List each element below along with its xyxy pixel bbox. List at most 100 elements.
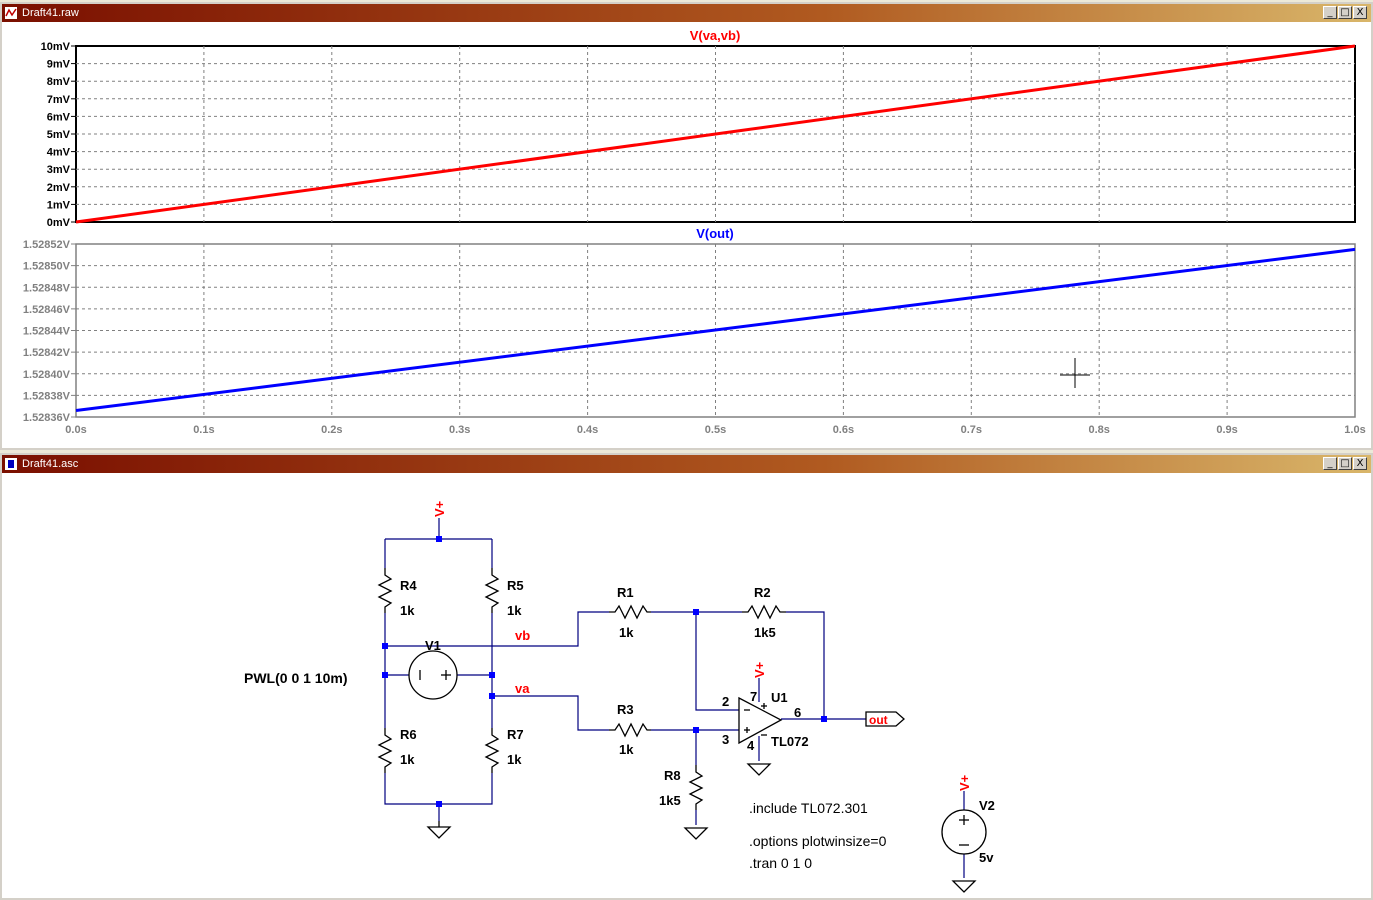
schematic-titlebar[interactable]: Draft41.asc _ □ X — [2, 455, 1371, 473]
out-port-label[interactable]: out — [869, 713, 888, 727]
x-tick-label: 0.1s — [193, 424, 214, 436]
directive-tran[interactable]: .tran 0 1 0 — [749, 855, 812, 871]
x-tick-label: 0.2s — [321, 424, 342, 436]
u1-pin6: 6 — [794, 705, 801, 720]
vplus-label-opamp: V+ — [752, 661, 767, 678]
schematic-canvas[interactable]: V+ V+ V+ R4 1k R5 1k R6 1k R7 1k R1 1k R… — [4, 473, 1369, 898]
y-tick-label: 1.52852V — [23, 239, 71, 251]
u1-pin7: 7 — [750, 689, 757, 704]
directive-options[interactable]: .options plotwinsize=0 — [749, 833, 887, 849]
y-tick-label: 4mV — [47, 147, 71, 159]
y-tick-label: 1mV — [47, 199, 71, 211]
r7-name[interactable]: R7 — [507, 727, 524, 742]
resistor-r8 — [688, 765, 704, 810]
restore-button[interactable]: □ — [1338, 457, 1352, 470]
r2-name[interactable]: R2 — [754, 585, 771, 600]
r4-name[interactable]: R4 — [400, 578, 417, 593]
resistor-r3 — [609, 722, 651, 738]
x-tick-label: 0.9s — [1216, 424, 1237, 436]
wires — [384, 518, 965, 878]
out-port — [865, 711, 905, 727]
r7-value[interactable]: 1k — [507, 752, 522, 767]
r1-value[interactable]: 1k — [619, 625, 634, 640]
x-tick-label: 0.0s — [65, 424, 86, 436]
x-tick-label: 0.5s — [705, 424, 726, 436]
r8-value[interactable]: 1k5 — [659, 793, 681, 808]
ground-icon — [951, 880, 977, 893]
u1-name[interactable]: U1 — [771, 690, 788, 705]
pane2-y-ticks: 1.52836V1.52838V1.52840V1.52842V1.52844V… — [23, 239, 76, 424]
x-tick-label: 0.6s — [833, 424, 854, 436]
y-tick-label: 1.52850V — [23, 261, 71, 273]
directive-include[interactable]: .include TL072.301 — [749, 800, 868, 816]
crosshair-cursor-icon — [1060, 358, 1090, 388]
y-tick-label: 10mV — [41, 41, 71, 53]
restore-button[interactable]: □ — [1338, 6, 1352, 19]
schematic-window-title: Draft41.asc — [22, 458, 79, 470]
y-tick-label: 1.52844V — [23, 326, 71, 338]
pane1-title[interactable]: V(va,vb) — [690, 28, 741, 43]
junction-dots — [382, 536, 827, 807]
vplus-label-v2: V+ — [957, 774, 972, 791]
schematic-window[interactable]: Draft41.asc _ □ X — [0, 453, 1373, 900]
y-tick-label: 1.52848V — [23, 282, 71, 294]
resistor-r4 — [377, 568, 393, 613]
net-label-va[interactable]: va — [515, 681, 530, 696]
y-tick-label: 6mV — [47, 111, 71, 123]
y-tick-label: 5mV — [47, 129, 71, 141]
r6-value[interactable]: 1k — [400, 752, 415, 767]
resistor-r5 — [484, 568, 500, 613]
waveform-window-title: Draft41.raw — [22, 7, 79, 19]
pane2-title[interactable]: V(out) — [696, 226, 734, 241]
ground-icon — [683, 827, 709, 840]
r3-value[interactable]: 1k — [619, 742, 634, 757]
u1-pin4: 4 — [747, 738, 755, 753]
y-tick-label: 1.52840V — [23, 369, 71, 381]
y-tick-label: 1.52838V — [23, 390, 71, 402]
y-tick-label: 8mV — [47, 76, 71, 88]
trace-v-va-vb[interactable] — [75, 44, 1356, 224]
u1-pin2: 2 — [722, 694, 729, 709]
voltage-source-v2 — [941, 809, 987, 855]
close-button[interactable]: X — [1353, 457, 1367, 470]
traces — [75, 44, 1356, 413]
u1-model[interactable]: TL072 — [771, 734, 809, 749]
x-tick-label: 0.3s — [449, 424, 470, 436]
waveform-app-icon — [5, 7, 17, 19]
resistor-r6 — [377, 728, 393, 773]
resistor-r2 — [742, 604, 786, 620]
x-tick-label: 0.8s — [1088, 424, 1109, 436]
y-tick-label: 2mV — [47, 182, 71, 194]
vplus-label-bridge: V+ — [432, 500, 447, 517]
y-tick-label: 9mV — [47, 59, 71, 71]
ground-icon — [746, 763, 772, 776]
trace-v-out[interactable] — [75, 247, 1356, 413]
x-tick-label: 1.0s — [1344, 424, 1365, 436]
x-tick-label: 0.4s — [577, 424, 598, 436]
ground-icon — [426, 826, 452, 839]
r8-name[interactable]: R8 — [664, 768, 681, 783]
r5-value[interactable]: 1k — [507, 603, 522, 618]
voltage-source-v1 — [408, 650, 458, 700]
r2-value[interactable]: 1k5 — [754, 625, 776, 640]
close-button[interactable]: X — [1353, 6, 1367, 19]
net-label-vb[interactable]: vb — [515, 628, 530, 643]
v2-value[interactable]: 5v — [979, 850, 994, 865]
minimize-button[interactable]: _ — [1323, 6, 1337, 19]
v2-name[interactable]: V2 — [979, 798, 995, 813]
waveform-titlebar[interactable]: Draft41.raw _ □ X — [2, 4, 1371, 22]
y-tick-label: 0mV — [47, 217, 71, 229]
v1-value[interactable]: PWL(0 0 1 10m) — [244, 670, 347, 686]
minimize-button[interactable]: _ — [1323, 457, 1337, 470]
r6-name[interactable]: R6 — [400, 727, 417, 742]
schematic-app-icon — [5, 458, 17, 470]
y-tick-label: 7mV — [47, 94, 71, 106]
r5-name[interactable]: R5 — [507, 578, 524, 593]
v1-name[interactable]: V1 — [425, 638, 441, 653]
r4-value[interactable]: 1k — [400, 603, 415, 618]
r3-name[interactable]: R3 — [617, 702, 634, 717]
r1-name[interactable]: R1 — [617, 585, 634, 600]
